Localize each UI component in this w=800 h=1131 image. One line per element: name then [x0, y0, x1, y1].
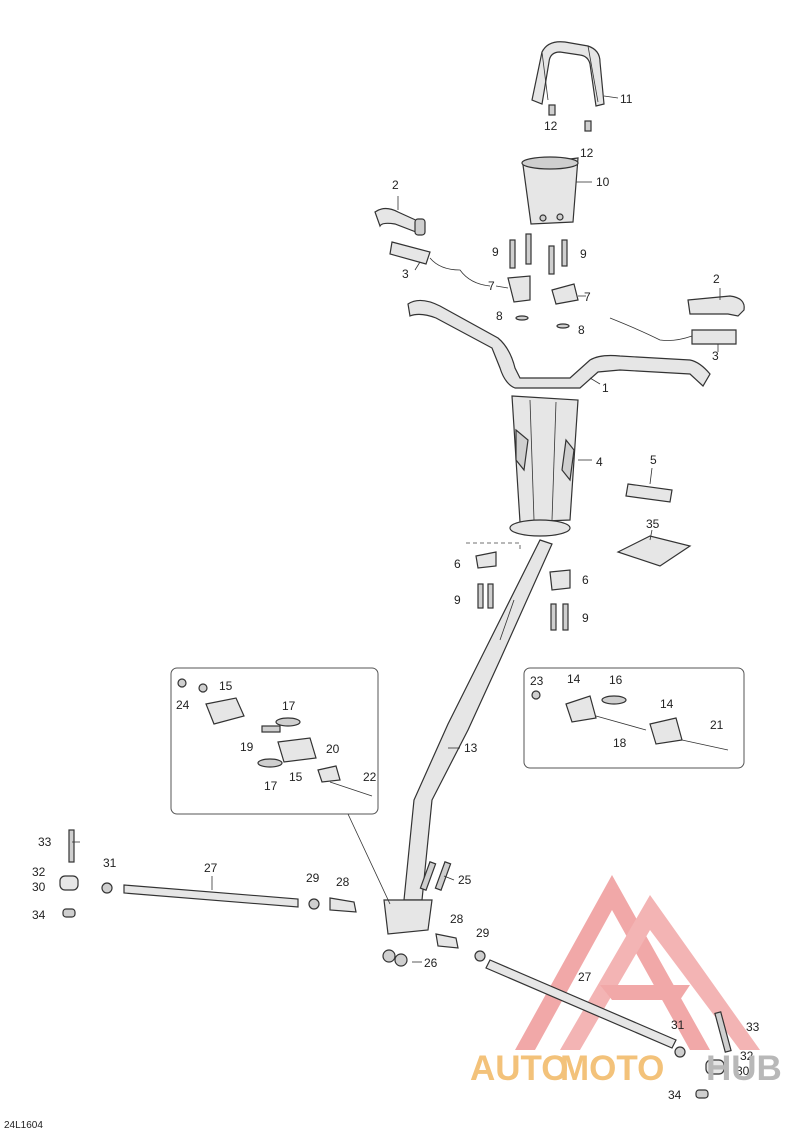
callout-31: 31	[103, 856, 117, 870]
callout-2: 2	[392, 178, 399, 192]
callout-3: 3	[712, 349, 719, 363]
callout-4: 4	[596, 455, 603, 469]
cover-part	[521, 156, 579, 225]
watermark-auto: AUTO	[470, 1049, 569, 1088]
detail-box-left	[170, 667, 379, 815]
reference-code: 24L1604	[4, 1120, 43, 1131]
callout-17: 17	[264, 779, 278, 793]
callout-28: 28	[336, 875, 350, 889]
callout-13: 13	[464, 741, 478, 755]
callout-18: 18	[613, 736, 627, 750]
callout-33: 33	[746, 1020, 760, 1034]
callout-12: 12	[580, 146, 594, 160]
riser-block-part	[509, 395, 579, 537]
callout-15: 15	[289, 770, 303, 784]
callout-19: 19	[240, 740, 254, 754]
label-parts	[616, 483, 692, 567]
detail-box-right	[523, 667, 745, 769]
callout-29: 29	[476, 926, 490, 940]
leader-lines	[72, 95, 721, 963]
callout-labels: 1 2 2 3 3 4 5 6 6 7 7 8 8 9 9 9 9 10 11 …	[32, 92, 760, 1102]
handlebar-part	[407, 299, 711, 389]
watermark-moto: MOTO	[560, 1049, 664, 1088]
callout-2: 2	[713, 272, 720, 286]
tie-rod-right	[435, 933, 732, 1099]
callout-31: 31	[671, 1018, 685, 1032]
callout-29: 29	[306, 871, 320, 885]
callout-21: 21	[710, 718, 724, 732]
callout-9: 9	[492, 245, 499, 259]
watermark-text: AUTO MOTO HUB	[470, 1049, 782, 1088]
callout-14: 14	[660, 697, 674, 711]
callout-17: 17	[282, 699, 296, 713]
callout-9: 9	[580, 247, 587, 261]
callout-24: 24	[176, 698, 190, 712]
callout-3: 3	[402, 267, 409, 281]
screw-part	[548, 104, 592, 132]
left-grip-part	[374, 207, 491, 287]
callout-22: 22	[363, 770, 377, 784]
callout-10: 10	[596, 175, 610, 189]
callout-34: 34	[668, 1088, 682, 1102]
callout-30: 30	[32, 880, 46, 894]
callout-30: 30	[736, 1064, 750, 1078]
callout-9: 9	[582, 611, 589, 625]
callout-25: 25	[458, 873, 472, 887]
callout-16: 16	[609, 673, 623, 687]
watermark-logo	[515, 875, 760, 1050]
clamp-parts	[507, 275, 579, 329]
callout-15: 15	[219, 679, 233, 693]
callout-1: 1	[602, 381, 609, 395]
callout-7: 7	[584, 290, 591, 304]
handle-guard-part	[531, 41, 605, 107]
bolts-top	[509, 233, 568, 275]
callout-23: 23	[530, 674, 544, 688]
callout-6: 6	[454, 557, 461, 571]
callout-33: 33	[38, 835, 52, 849]
callout-27: 27	[204, 861, 218, 875]
callout-20: 20	[326, 742, 340, 756]
callout-5: 5	[650, 453, 657, 467]
callout-9: 9	[454, 593, 461, 607]
callout-8: 8	[496, 309, 503, 323]
callout-12: 12	[544, 119, 558, 133]
callout-34: 34	[32, 908, 46, 922]
callout-14: 14	[567, 672, 581, 686]
callout-8: 8	[578, 323, 585, 337]
callout-32: 32	[740, 1049, 754, 1063]
column-clamps	[466, 542, 571, 631]
column-pivot	[382, 861, 452, 967]
callout-6: 6	[582, 573, 589, 587]
tie-rod-left	[59, 829, 357, 918]
callout-35: 35	[646, 517, 660, 531]
callout-26: 26	[424, 956, 438, 970]
callout-28: 28	[450, 912, 464, 926]
callout-7: 7	[488, 279, 495, 293]
watermark-hub: HUB	[706, 1049, 782, 1088]
callout-11: 11	[620, 92, 633, 106]
callout-32: 32	[32, 865, 46, 879]
right-grip-part	[609, 295, 745, 345]
callout-27: 27	[578, 970, 592, 984]
